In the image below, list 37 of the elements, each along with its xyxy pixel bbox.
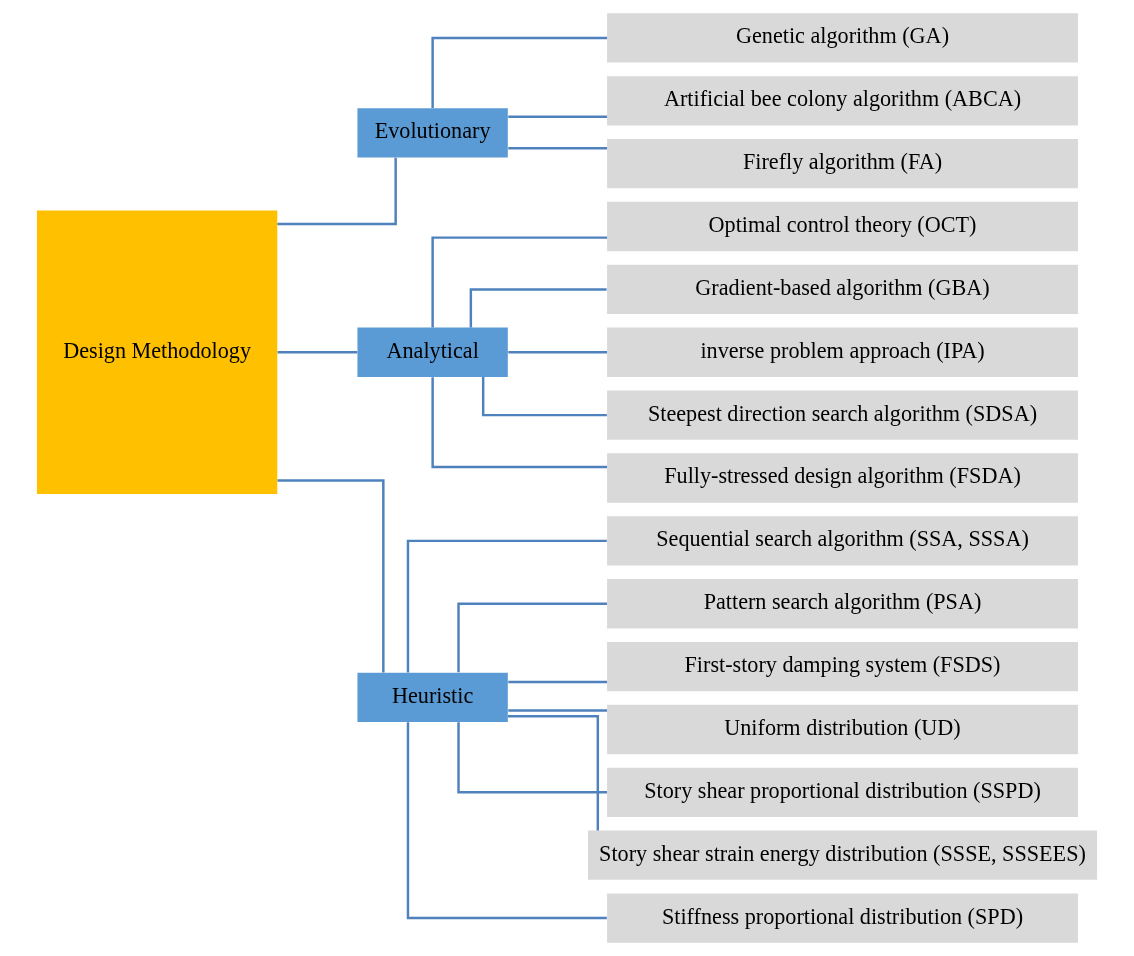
node-box: Heuristic: [357, 672, 508, 723]
node-box: Story shear strain energy distribution (SSSE, SSSEES): [587, 830, 1098, 880]
node-box: Gradient-based algorithm (GBA): [607, 264, 1078, 315]
node-box: Artificial bee colony algorithm (ABCA): [607, 76, 1078, 126]
connector: [457, 722, 607, 794]
connector: [508, 147, 608, 150]
connector: [431, 236, 608, 328]
node-box: Steepest direction search algorithm (SDSA): [607, 390, 1078, 440]
node-box: Genetic algorithm (GA): [607, 13, 1078, 63]
connector: [508, 680, 608, 684]
node-box: Pattern search algorithm (PSA): [607, 579, 1078, 629]
node-box: Design Methodology: [36, 210, 278, 495]
connector: [431, 377, 608, 469]
node-box: Stiffness proportional distribution (SPD): [607, 893, 1078, 943]
connector: [508, 709, 608, 712]
connector: [469, 288, 607, 328]
connector: [457, 602, 607, 673]
connector: [406, 722, 607, 920]
node-box: Evolutionary: [357, 108, 508, 158]
node-box: Firefly algorithm (FA): [607, 139, 1078, 189]
connector: [508, 715, 600, 831]
connector: [481, 377, 607, 417]
node-box: Uniform distribution (UD): [607, 704, 1078, 755]
connector: [277, 157, 397, 226]
connector: [277, 479, 385, 673]
connector: [406, 539, 607, 673]
connector: [277, 351, 358, 354]
connector: [508, 115, 608, 119]
node-box: First-story damping system (FSDS): [607, 641, 1078, 692]
node-box: Sequential search algorithm (SSA, SSSA): [607, 516, 1078, 566]
node-box: Analytical: [357, 327, 508, 377]
connector: [431, 36, 608, 108]
node-box: Story shear proportional distribution (SSPD): [607, 767, 1078, 817]
node-box: inverse problem approach (IPA): [607, 327, 1078, 377]
connector: [508, 351, 608, 354]
node-box: Fully-stressed design algorithm (FSDA): [607, 453, 1078, 503]
node-box: Optimal control theory (OCT): [607, 201, 1078, 252]
